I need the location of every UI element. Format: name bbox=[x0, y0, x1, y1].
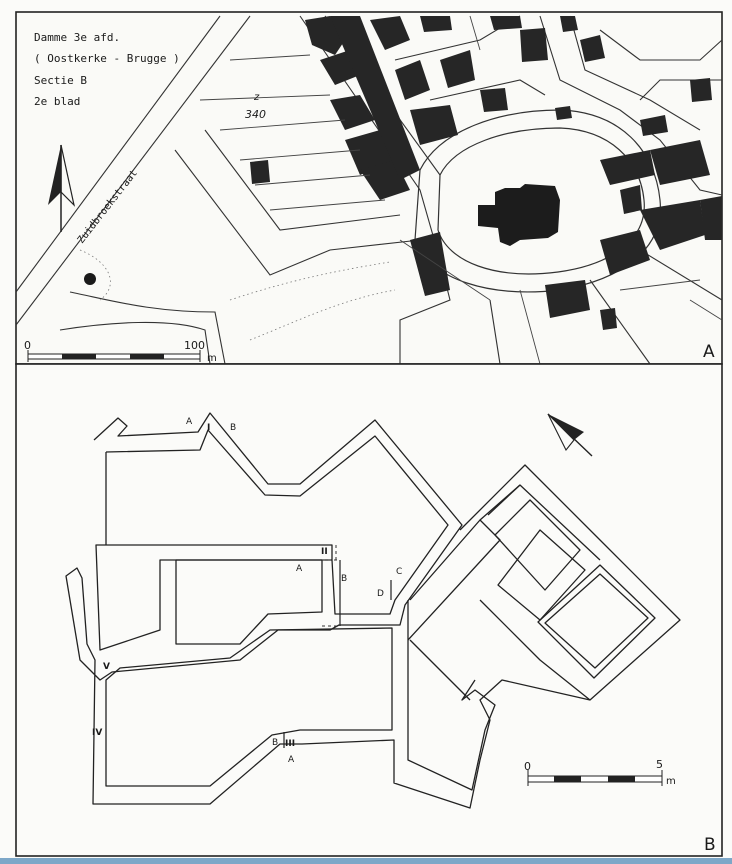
panel-a-letter: A bbox=[703, 342, 715, 362]
market-square-outer bbox=[414, 109, 661, 293]
title-line-3: Sectie B bbox=[34, 74, 87, 87]
scale-b-start: 0 bbox=[524, 760, 531, 773]
scale-bar-a: 0 100 m bbox=[24, 339, 217, 364]
parcel-number-label: 340 bbox=[245, 108, 266, 121]
dashed-connectors bbox=[322, 545, 340, 627]
scale-bar-b: 0 5 m bbox=[524, 758, 676, 787]
panel-a-map: Damme 3e afd. ( Oostkerke - Brugge ) Sec… bbox=[15, 11, 723, 365]
plan-labels: A I B II A B C D V IV B III A bbox=[92, 417, 402, 765]
map-dot-marker bbox=[84, 273, 96, 285]
panel-b-plan: A I B II A B C D V IV B III A 0 bbox=[15, 363, 723, 857]
north-arrow-b-icon bbox=[547, 413, 593, 457]
label-low-a: A bbox=[288, 755, 295, 765]
building-blocks bbox=[250, 16, 722, 330]
title-line-2: ( Oostkerke - Brugge ) bbox=[34, 52, 180, 65]
bottom-strip bbox=[0, 858, 732, 864]
street-lines bbox=[15, 15, 723, 365]
label-low-b: B bbox=[272, 738, 278, 748]
label-top-i: I bbox=[207, 423, 210, 433]
label-c: C bbox=[396, 567, 402, 577]
title-line-4: 2e blad bbox=[34, 95, 80, 108]
north-arrow-icon bbox=[48, 144, 76, 232]
church-footprint bbox=[478, 184, 560, 246]
title-line-1: Damme 3e afd. bbox=[34, 31, 120, 44]
market-square-inner bbox=[437, 127, 645, 275]
label-ii: II bbox=[321, 547, 328, 557]
scale-b-end: 5 bbox=[656, 758, 663, 771]
label-mid-a: A bbox=[296, 564, 303, 574]
parcel-fraction-label: z bbox=[253, 92, 260, 103]
scale-a-start: 0 bbox=[24, 339, 31, 352]
label-mid-b: B bbox=[341, 574, 347, 584]
label-top-b: B bbox=[230, 423, 236, 433]
scale-a-end: 100 bbox=[184, 339, 205, 352]
dotted-traces bbox=[79, 249, 396, 341]
parcel-lines bbox=[199, 15, 723, 365]
label-iii: III bbox=[285, 739, 295, 749]
scale-a-unit: m bbox=[207, 353, 217, 364]
wall-outlines bbox=[65, 412, 681, 809]
label-top-a: A bbox=[186, 417, 193, 427]
panel-b-frame bbox=[15, 363, 723, 857]
scale-b-unit: m bbox=[666, 776, 676, 787]
title-block: Damme 3e afd. ( Oostkerke - Brugge ) Sec… bbox=[34, 31, 180, 108]
panel-b-letter: B bbox=[704, 835, 716, 855]
label-iv: IV bbox=[92, 728, 102, 738]
label-d: D bbox=[377, 589, 384, 599]
label-v: V bbox=[103, 662, 110, 672]
